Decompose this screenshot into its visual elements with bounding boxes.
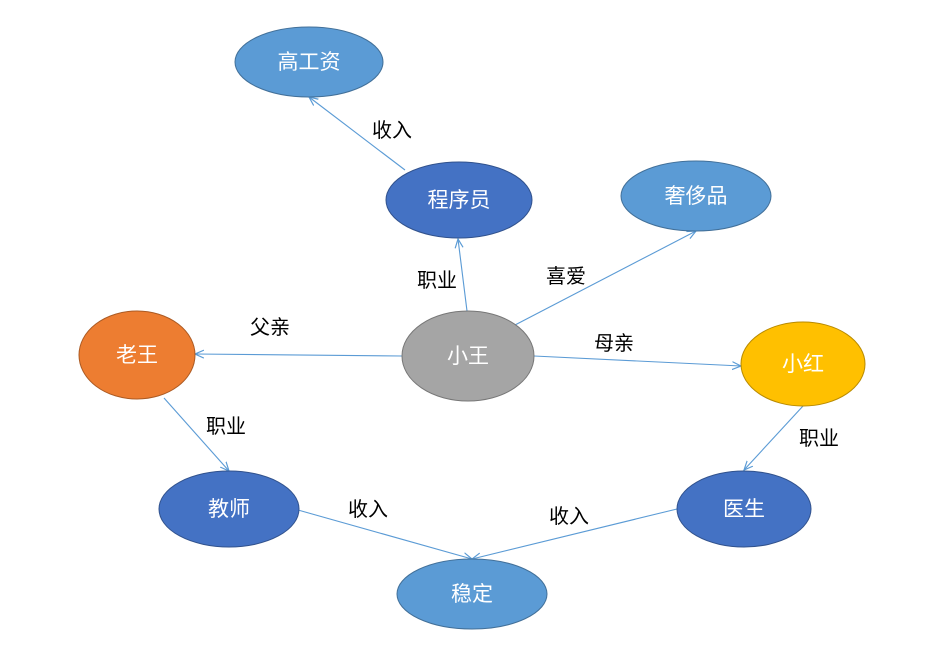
node-label: 老王 (116, 343, 158, 367)
edge-label-income: 收入 (348, 497, 388, 521)
edge-xiaowang-shechipin (514, 231, 696, 326)
node-label: 医生 (723, 497, 765, 521)
node-xiaohong: 小红 (740, 321, 866, 407)
edge-labels: 收入 职业 喜爱 父亲 母亲 职业 职业 收入 收入 (206, 118, 839, 528)
node-label: 小红 (782, 352, 824, 376)
node-chengxuyuan: 程序员 (385, 161, 533, 239)
node-label: 稳定 (451, 582, 493, 606)
edge-chengxuyuan-gaogongzi (309, 97, 406, 171)
node-shape (740, 321, 866, 407)
edge-label-mother: 母亲 (594, 331, 634, 355)
node-yisheng: 医生 (676, 470, 812, 548)
node-shape (620, 160, 772, 232)
node-gaogongzi: 高工资 (234, 26, 384, 98)
node-xiaowang: 小王 (401, 310, 535, 402)
node-shechipin: 奢侈品 (620, 160, 772, 232)
node-shape (234, 26, 384, 98)
edge-label-occupation: 职业 (206, 414, 246, 438)
edge-label-likes: 喜爱 (546, 264, 586, 288)
node-label: 小王 (447, 344, 489, 368)
node-label: 程序员 (428, 188, 491, 212)
edge-jiaoshi-wending (297, 509, 472, 559)
edge-yisheng-wending (472, 508, 678, 559)
edge-xiaowang-laowang (195, 354, 403, 356)
edge-xiaowang-chengxuyuan (458, 239, 468, 312)
edge-xiaowang-xiaohong (533, 355, 741, 366)
node-shape (401, 310, 535, 402)
nodes: 高工资 程序员 奢侈品 老王 小王 小红 教师 医生 (78, 26, 866, 630)
node-shape (78, 310, 196, 400)
edge-label-income: 收入 (372, 118, 412, 142)
node-shape (158, 470, 300, 548)
node-wending: 稳定 (396, 558, 548, 630)
node-shape (396, 558, 548, 630)
node-shape (385, 161, 533, 239)
edge-label-income: 收入 (549, 504, 589, 528)
node-jiaoshi: 教师 (158, 470, 300, 548)
node-label: 教师 (208, 497, 250, 521)
node-laowang: 老王 (78, 310, 196, 400)
edge-label-occupation: 职业 (799, 426, 839, 450)
edges (163, 97, 804, 559)
node-shape (676, 470, 812, 548)
edge-laowang-jiaoshi (163, 397, 229, 471)
node-label: 高工资 (278, 50, 341, 74)
node-label: 奢侈品 (665, 184, 728, 208)
edge-label-occupation: 职业 (417, 268, 457, 292)
edge-xiaohong-yisheng (744, 405, 804, 470)
edge-label-father: 父亲 (250, 315, 290, 339)
